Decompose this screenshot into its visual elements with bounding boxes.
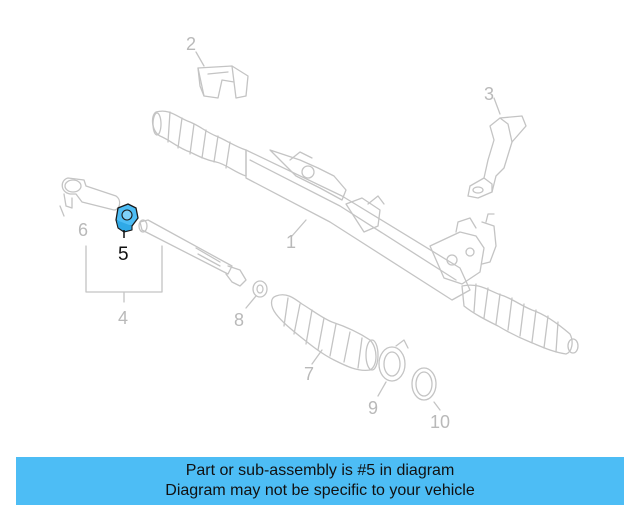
callout-9: 9 (368, 398, 378, 418)
part-8-clamp (252, 280, 268, 298)
part-4-inner-tie-rod (138, 219, 247, 287)
part-3-mount (467, 115, 527, 199)
info-banner: Part or sub-assembly is #5 in diagram Di… (16, 457, 624, 505)
part-9-clamp (378, 339, 409, 382)
callout-1: 1 (286, 232, 296, 252)
part-2-bracket (197, 65, 249, 99)
callout-8: 8 (234, 310, 244, 330)
callout-3: 3 (484, 84, 494, 104)
callout-5: 5 (118, 244, 129, 265)
callout-7: 7 (304, 364, 314, 384)
parts-diagram: 1 2 3 4 5 6 7 8 9 10 (59, 34, 579, 432)
part-10-ring (411, 367, 437, 401)
part-7-boot (270, 294, 379, 372)
callout-2: 2 (186, 34, 196, 54)
part-1-steering-rack (151, 110, 579, 355)
banner-line-2: Diagram may not be specific to your vehi… (165, 482, 475, 499)
part-6-tie-rod-end (59, 177, 121, 217)
callout-10: 10 (430, 412, 450, 432)
part-5-nut-highlighted (115, 203, 139, 233)
callout-6: 6 (78, 220, 88, 240)
part-4-bracket-lines (85, 245, 163, 303)
callout-4: 4 (118, 308, 128, 328)
banner-line-1: Part or sub-assembly is #5 in diagram (185, 462, 455, 479)
